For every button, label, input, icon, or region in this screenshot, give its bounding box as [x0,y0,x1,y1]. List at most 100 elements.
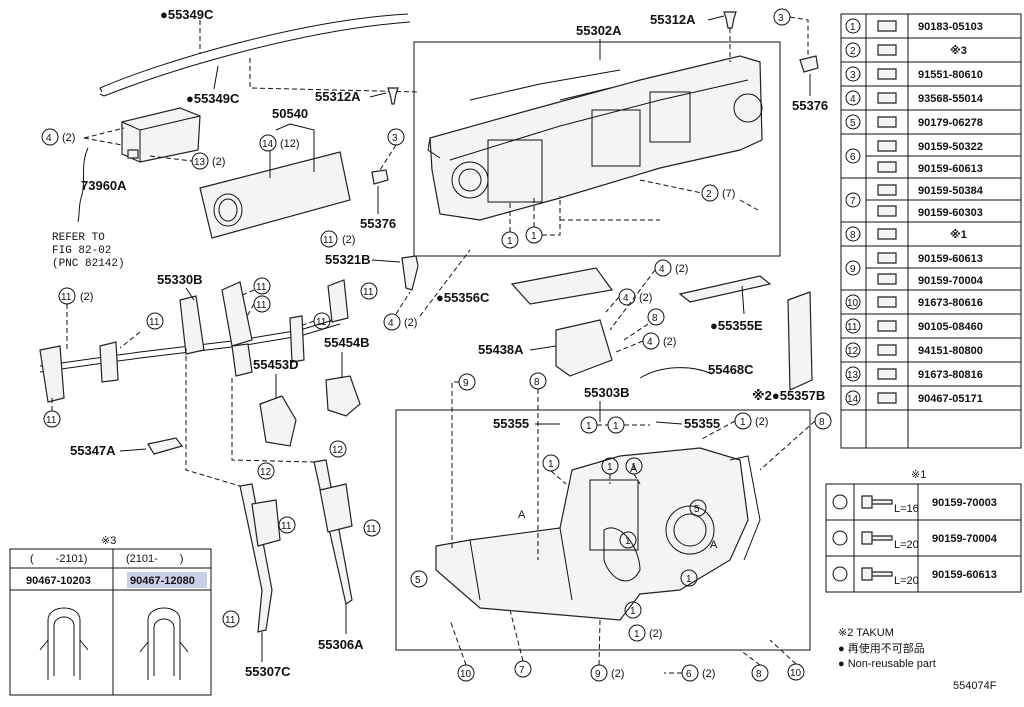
note3-col1-code: 90467-10203 [26,575,91,587]
part-code: 93568-55014 [918,93,984,105]
svg-text:9: 9 [463,378,469,389]
fastener-icon [877,320,897,332]
callout-number [845,260,861,276]
clip-55312A-top [723,11,737,29]
fastener-row: 4 93568-55014 [841,90,1021,111]
callout-9-b: 9 [590,664,608,682]
part-code: 90183-05103 [918,21,983,33]
svg-text:A: A [518,509,526,521]
callout-number [845,390,861,406]
leader-line [185,287,195,301]
callout-5-a: 5 [689,499,707,517]
leader-line [275,123,315,172]
callout-number [845,294,861,310]
label-55303B: 55303B [584,385,630,400]
bolt-icon [861,567,893,581]
callout-1-i: 1 [619,531,637,549]
callout-5-b: 5 [410,570,428,588]
fastener-icon [877,44,897,56]
svg-text:1: 1 [548,459,554,470]
part-code: 90105-08460 [918,321,983,333]
leader-line [449,381,797,674]
svg-text:1: 1 [607,462,613,473]
airbag-73960A [121,107,201,163]
svg-text:14: 14 [262,139,274,150]
callout-number [845,226,861,242]
note3-col2-head: (2101- ) [126,553,183,565]
qty-14: (12) [280,138,300,150]
leader-line [542,196,660,236]
callout-1-e: 1 [734,412,752,430]
refer-line-2: FIG 82-02 [52,245,111,257]
row-number: 13 [847,370,859,381]
svg-text:10: 10 [460,669,472,680]
label-55349C-top: ●55349C [160,7,214,22]
callout-4-d: 4 [618,288,636,306]
svg-text:4: 4 [388,318,394,329]
leader-line [185,348,315,487]
part-code: 94151-80800 [918,345,983,357]
bolt-icon [861,495,893,509]
row-number: 5 [850,118,856,129]
fastener-icon [877,184,897,196]
qty-11a: (2) [80,291,93,303]
svg-text:11: 11 [149,317,160,328]
callout-1-c: 1 [580,416,598,434]
label-55347A: 55347A [70,443,116,458]
svg-text:3: 3 [392,133,398,144]
clip-icon-old [39,607,89,680]
svg-text:6: 6 [686,669,692,680]
pad-55453D [259,395,297,447]
bolt-length: L=20 [894,539,919,551]
row-number: 4 [850,94,856,105]
label-55438A: 55438A [478,342,524,357]
leader-line [213,65,219,90]
callout-11-d: 11 [253,295,271,313]
callout-10-a: 10 [457,664,475,682]
leader-line [639,179,759,211]
row-number: 1 [850,22,856,33]
callout-8-c: 8 [529,372,547,390]
clip-icon-new [139,607,189,680]
svg-text:11: 11 [281,521,292,532]
callout-14: 14 [259,134,277,152]
part-code: 90467-05171 [918,393,983,405]
lower-panel-55303B [435,447,761,621]
svg-text:8: 8 [819,417,825,428]
legend-en: ● Non-reusable part [838,658,936,670]
callout-4-b: 4 [383,313,401,331]
leader-line [395,249,471,317]
svg-text:13: 13 [194,157,206,168]
legend-takumi: ※2 TAKUM [838,627,894,639]
callout-9-a: 9 [458,373,476,391]
svg-text:11: 11 [363,287,374,298]
qty-9b: (2) [611,668,624,680]
pad-55454B [325,375,361,417]
row-number: 10 [847,298,859,309]
fastener-icon [877,140,897,152]
brace-55307C [239,483,281,633]
fastener-row: 2※3 [841,42,1021,63]
note3-title: ※3 [101,535,116,547]
part-code: 90159-60303 [918,207,983,219]
duct-55355E [678,275,772,303]
leader-line [741,285,745,315]
callout-11-h: 11 [43,410,61,428]
part-code: 90159-60613 [932,569,997,581]
row-number: 14 [847,394,859,405]
part-code: 90159-50322 [918,141,983,153]
washer-icon [832,494,848,510]
callout-11-k: 11 [222,610,240,628]
callout-number [845,366,861,382]
callout-3-right: 3 [773,8,791,26]
fastener-icon [877,205,897,217]
label-55330B: 55330B [157,272,203,287]
svg-text:A: A [710,539,718,551]
svg-text:11: 11 [256,282,267,293]
clip-55312A [387,87,399,105]
label-73960A: 73960A [81,178,127,193]
fastener-icon [877,252,897,264]
